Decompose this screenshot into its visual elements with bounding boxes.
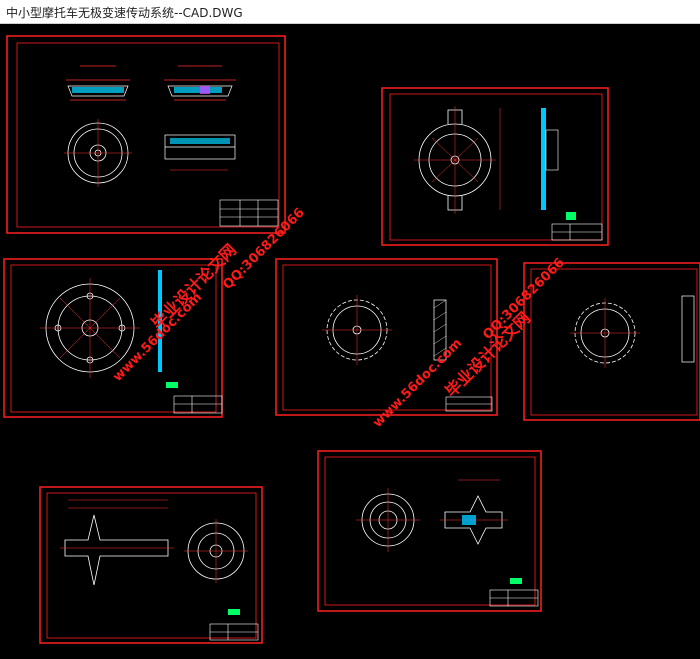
sheet-sprocket-mid-center[interactable] xyxy=(275,258,498,416)
watermark-site-left: www.56doc.com xyxy=(110,290,205,385)
sheet-disc-mid-left[interactable] xyxy=(3,258,223,418)
cad-model-space: www.56doc.com QQ:306826066 毕业设计论文网 www.5… xyxy=(3,35,700,644)
watermark-group-right: www.56doc.com QQ:306826066 毕业设计论文网 xyxy=(370,255,567,430)
sheet-flange-top-right[interactable] xyxy=(381,87,609,246)
sheet-sprocket-mid-right[interactable] xyxy=(523,262,700,421)
sheet-assembly-top-left[interactable] xyxy=(6,35,286,234)
window-titlebar: 中小型摩托车无极变速传动系统--CAD.DWG xyxy=(0,0,700,24)
sheet-hub-bottom-right[interactable] xyxy=(317,450,542,612)
sheet-shaft-bottom-left[interactable] xyxy=(39,486,263,644)
window-title: 中小型摩托车无极变速传动系统--CAD.DWG xyxy=(6,6,243,20)
cad-drawing-canvas[interactable]: www.56doc.com QQ:306826066 毕业设计论文网 www.5… xyxy=(0,24,700,659)
